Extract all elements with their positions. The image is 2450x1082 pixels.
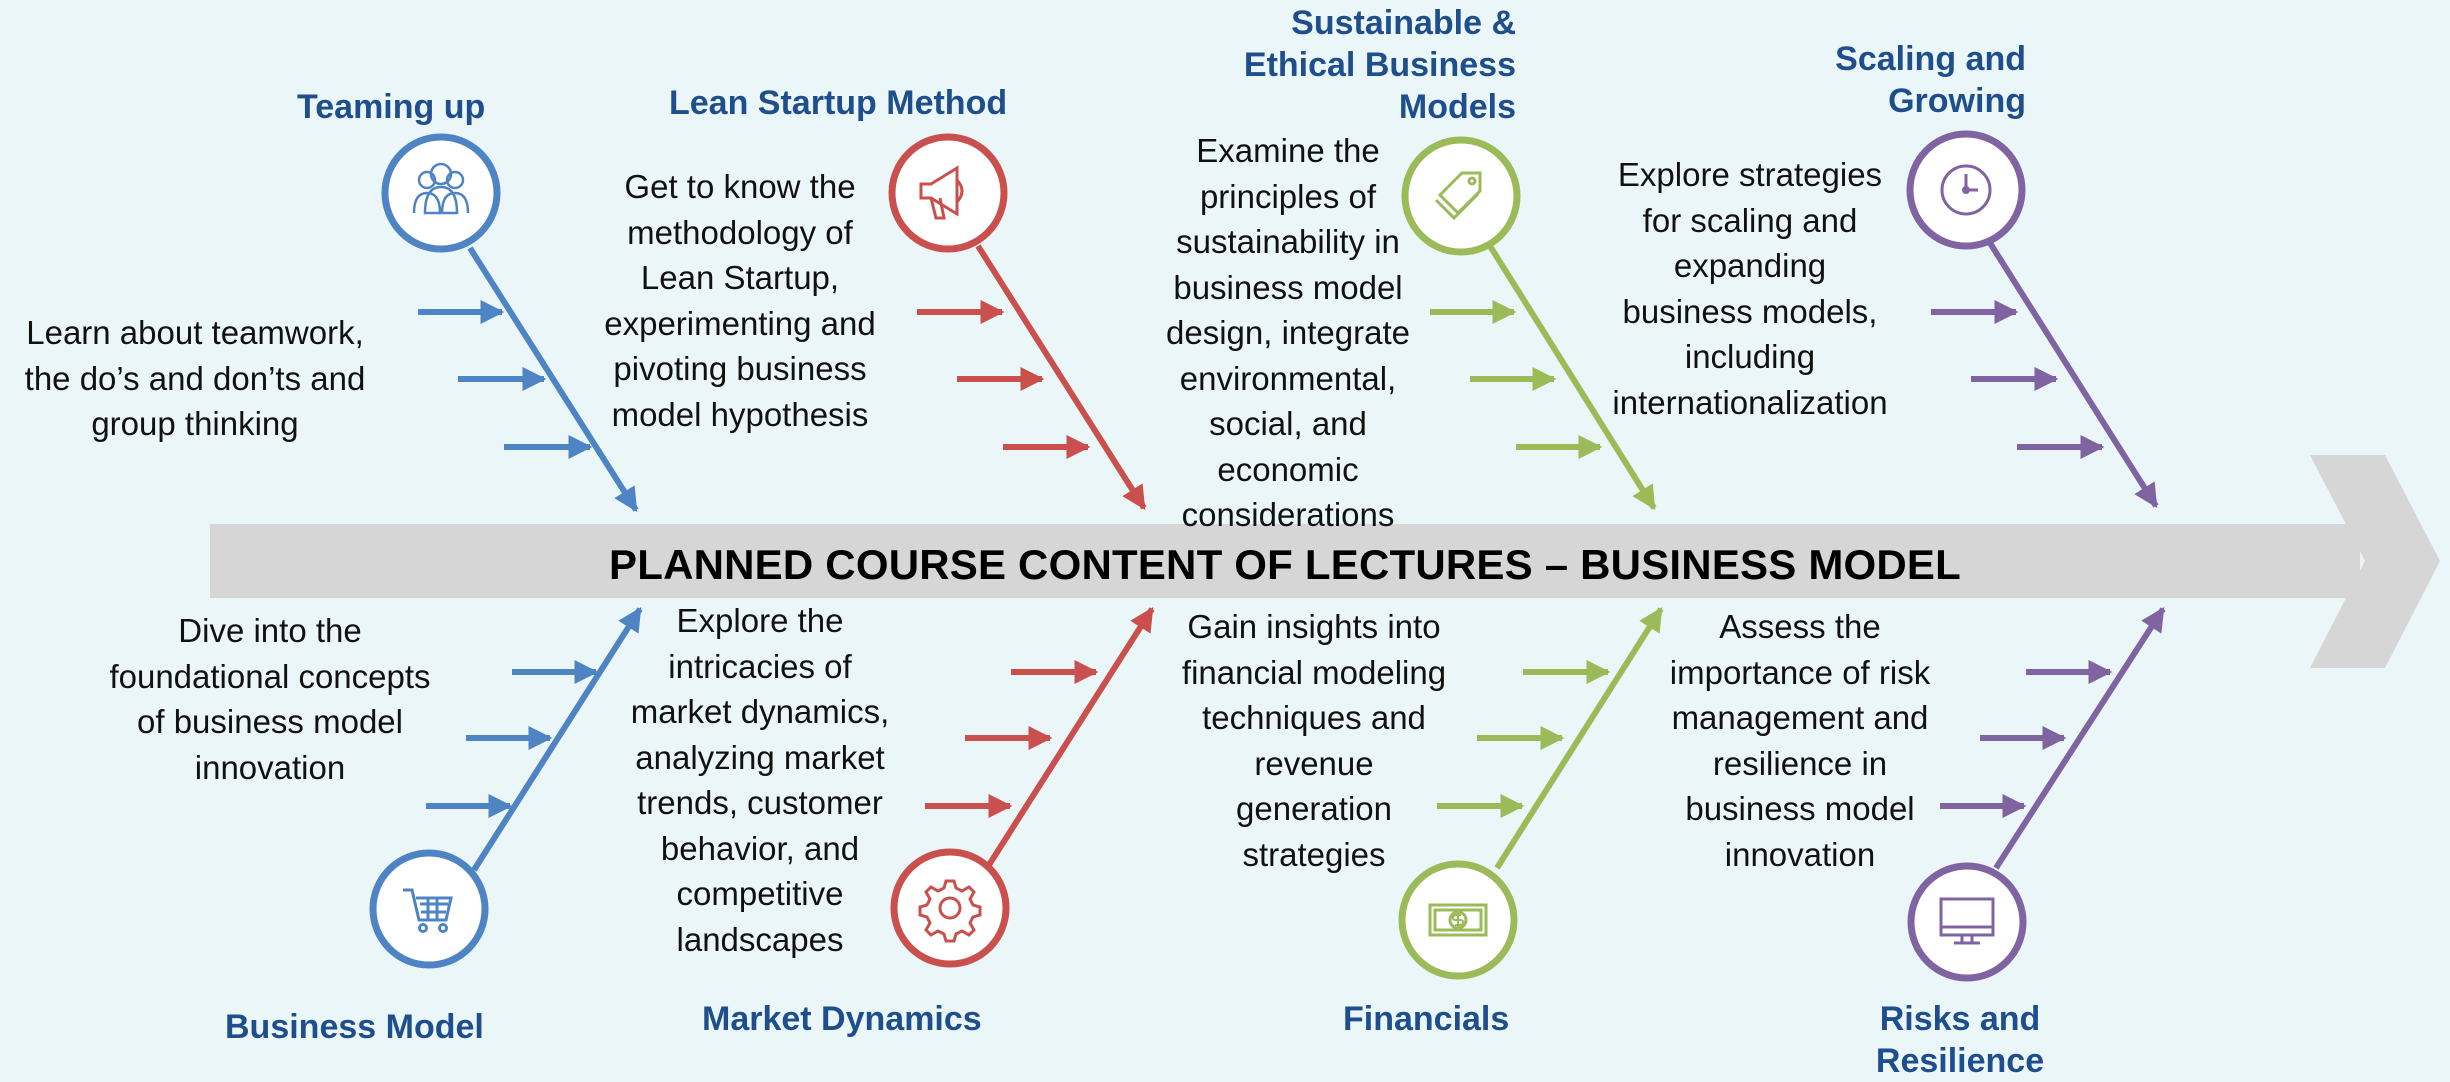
bone-teaming-up: [381, 133, 639, 513]
icon-circle: [890, 848, 1010, 968]
desc-market-dynamics: Explore the intricacies of market dynami…: [630, 602, 890, 958]
spine-arrowhead: [2310, 455, 2440, 668]
gear-icon: [918, 879, 982, 943]
shopping-cart-icon: [403, 888, 453, 933]
bone-risks: [1907, 606, 2166, 982]
desc-lean-startup: Get to know the methodology of Lean Star…: [604, 168, 876, 433]
title-financials: Financials: [1343, 1000, 1510, 1038]
desc-financials: Gain insights into financial modeling te…: [1181, 608, 1447, 873]
megaphone-icon: [919, 165, 964, 220]
title-lean-startup: Lean Startup Method: [669, 84, 1008, 122]
bone-financials: [1398, 606, 1664, 980]
center-title: PLANNED COURSE CONTENT OF LECTURES – BUS…: [609, 541, 1961, 588]
bone-market-dynamics: [890, 606, 1155, 968]
clock-icon: [1940, 164, 1992, 216]
price-tag-icon: [1434, 171, 1482, 221]
icon-circle: [1401, 136, 1521, 256]
desc-risks: Assess the importance of risk management…: [1669, 608, 1931, 873]
spine-bar: [210, 524, 2360, 598]
title-teaming-up: Teaming up: [297, 88, 486, 126]
desc-teaming-up: Learn about teamwork, the do’s and don’t…: [24, 314, 366, 442]
icon-circle: [381, 133, 501, 253]
icon-circle: [1907, 862, 2027, 982]
monitor-icon: [1939, 897, 1995, 945]
desc-scaling: Explore strategies for scaling and expan…: [1612, 156, 1888, 421]
people-group-icon: [412, 162, 470, 215]
desc-business-model: Dive into the foundational concepts of b…: [109, 612, 431, 786]
title-scaling: Scaling and Growing: [1835, 40, 2026, 120]
banknote-icon: [1428, 903, 1488, 937]
title-market-dynamics: Market Dynamics: [702, 1000, 982, 1038]
bone-sustainable: [1401, 136, 1657, 511]
title-risks: Risks and Resilience: [1875, 1000, 2045, 1080]
title-sustainable: Sustainable & Ethical Business Models: [1243, 4, 1516, 126]
desc-sustainable: Examine the principles of sustainability…: [1165, 132, 1410, 533]
title-business-model: Business Model: [225, 1008, 484, 1046]
icon-circle: [888, 133, 1008, 253]
bone-scaling: [1906, 130, 2159, 509]
bone-lean-startup: [888, 133, 1147, 511]
bone-business-model: [369, 606, 643, 969]
